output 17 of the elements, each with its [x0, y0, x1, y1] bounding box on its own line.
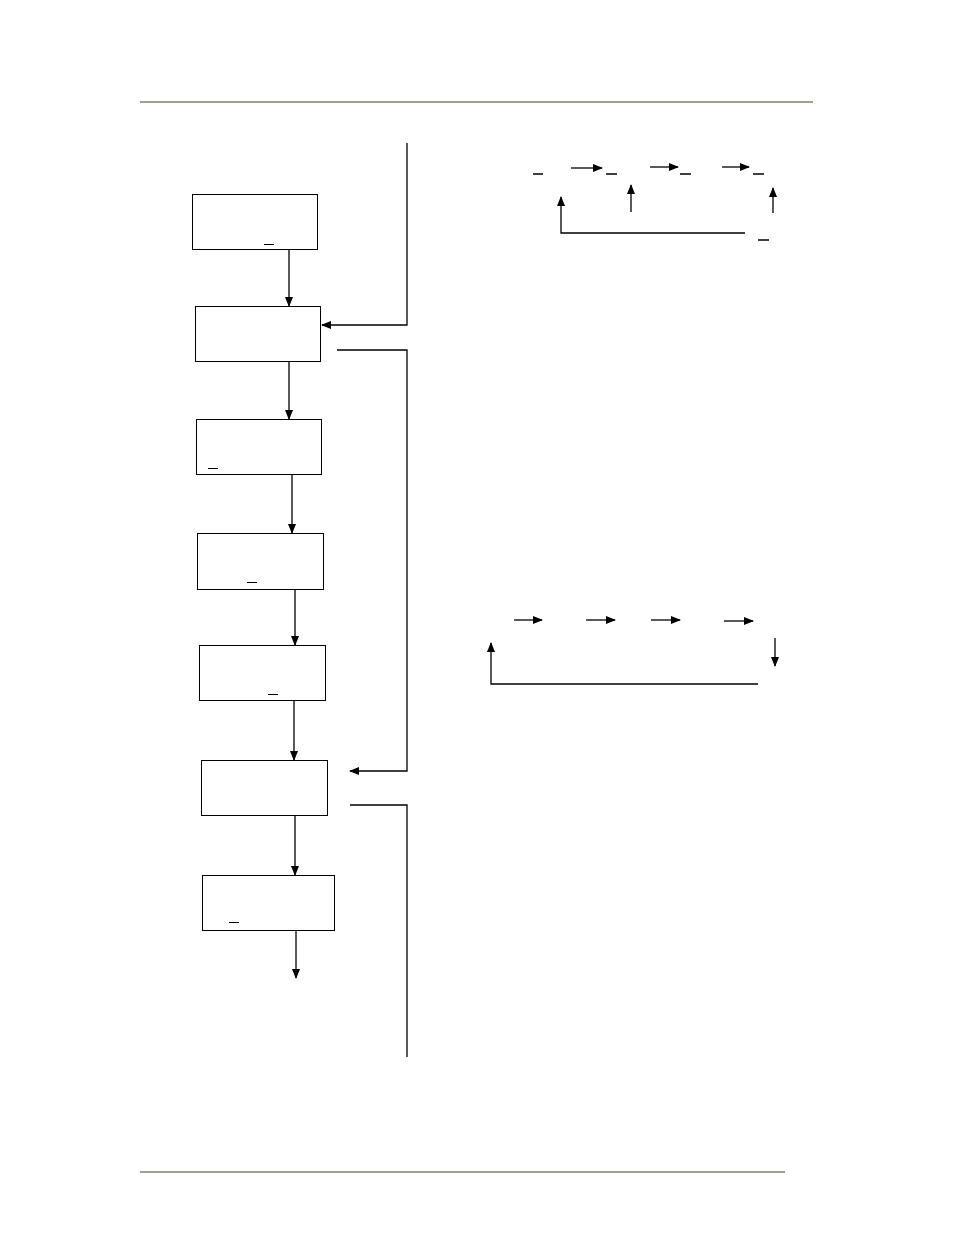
empty-box: [196, 419, 322, 475]
empty-box: [202, 875, 335, 931]
arrow: [291, 815, 299, 876]
connector-line: [349, 804, 408, 1058]
arrow: [288, 474, 296, 534]
arrow: [321, 142, 408, 329]
empty-box: [201, 760, 328, 816]
arrow: [285, 361, 293, 420]
arrow: [291, 589, 299, 646]
empty-box: [197, 533, 324, 590]
arrow: [292, 930, 300, 979]
empty-box: [199, 645, 326, 701]
arrow: [290, 700, 298, 761]
empty-box: [195, 306, 321, 362]
arrow: [285, 249, 293, 307]
arrow: [336, 349, 408, 775]
empty-box: [192, 194, 318, 250]
